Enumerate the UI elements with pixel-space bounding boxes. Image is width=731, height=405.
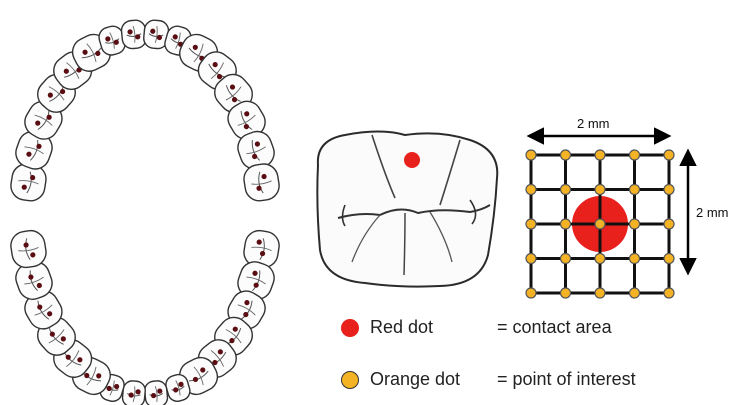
molar-occlusal-view xyxy=(317,132,497,287)
tooth xyxy=(122,380,146,405)
orange-point-of-interest xyxy=(561,254,571,264)
legend-orange-meaning: = point of interest xyxy=(497,369,636,390)
orange-point-of-interest xyxy=(561,219,571,229)
orange-dot-legend-icon xyxy=(341,371,359,389)
orange-point-of-interest xyxy=(664,150,674,160)
orange-point-of-interest xyxy=(526,150,536,160)
red-dot-legend-icon xyxy=(341,319,359,337)
red-dot-contact-marker xyxy=(404,152,420,168)
orange-point-of-interest xyxy=(526,185,536,195)
legend-red-label: Red dot xyxy=(370,317,433,338)
orange-point-of-interest xyxy=(595,219,605,229)
tooth xyxy=(242,162,281,203)
orange-point-of-interest xyxy=(630,288,640,298)
orange-point-of-interest xyxy=(595,150,605,160)
orange-point-of-interest xyxy=(561,185,571,195)
orange-point-of-interest xyxy=(630,150,640,160)
legend-orange-label: Orange dot xyxy=(370,369,460,390)
orange-point-of-interest xyxy=(630,185,640,195)
orange-point-of-interest xyxy=(595,288,605,298)
legend-red-meaning: = contact area xyxy=(497,317,612,338)
tooth xyxy=(121,19,148,49)
orange-point-of-interest xyxy=(561,150,571,160)
orange-point-of-interest xyxy=(561,288,571,298)
orange-point-of-interest xyxy=(630,254,640,264)
orange-point-of-interest xyxy=(664,288,674,298)
measurement-grid xyxy=(526,150,674,298)
orange-point-of-interest xyxy=(664,254,674,264)
orange-point-of-interest xyxy=(630,219,640,229)
orange-point-of-interest xyxy=(526,254,536,264)
orange-point-of-interest xyxy=(526,219,536,229)
orange-point-of-interest xyxy=(664,185,674,195)
orange-point-of-interest xyxy=(526,288,536,298)
orange-point-of-interest xyxy=(595,254,605,264)
tooth xyxy=(144,380,168,405)
orange-point-of-interest xyxy=(595,185,605,195)
dental-arch-occlusal-view xyxy=(9,19,281,405)
orange-point-of-interest xyxy=(664,219,674,229)
height-dimension-label: 2 mm xyxy=(696,205,729,220)
width-dimension-label: 2 mm xyxy=(577,116,610,131)
